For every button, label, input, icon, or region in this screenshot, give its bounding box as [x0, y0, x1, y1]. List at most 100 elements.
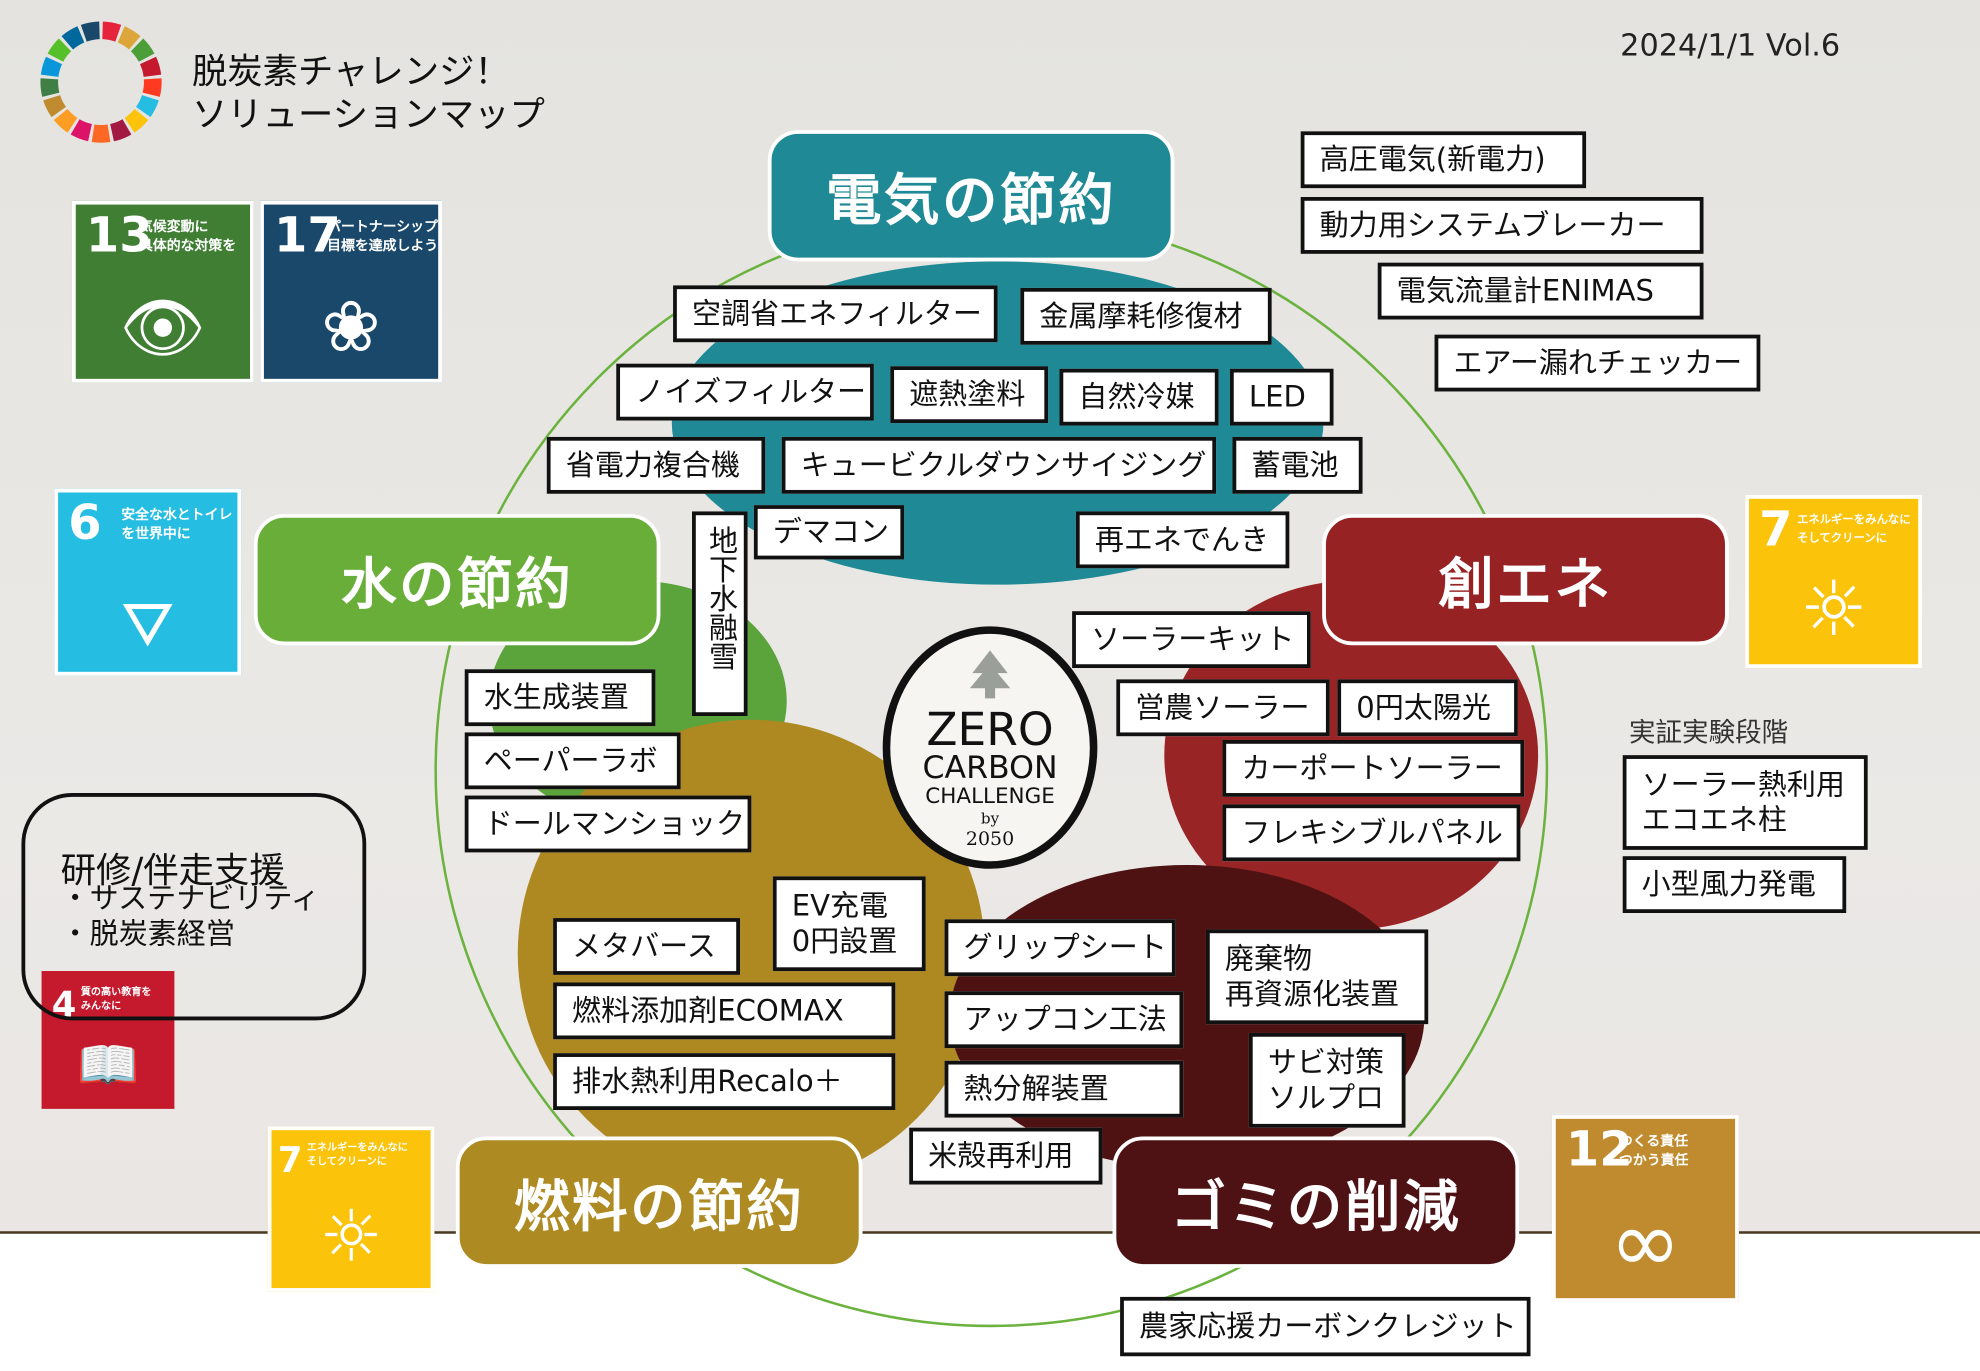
solution-box: フレキシブルパネル [1222, 804, 1521, 862]
solution-box: 電気流量計ENIMAS [1377, 262, 1704, 320]
tree-icon [969, 650, 1011, 699]
water-glass-icon: ⛛ [121, 587, 175, 661]
infinity-icon: ∞ [1609, 1193, 1682, 1294]
wheel-segment [43, 95, 67, 118]
wheel-segment [47, 38, 72, 62]
wheel-segment [142, 78, 162, 97]
solution-box: 燃料添加剤ECOMAX [553, 982, 896, 1040]
sdg-number: 7 [1759, 501, 1793, 557]
wheel-segment [117, 26, 141, 50]
sdg-text: エネルギーをみんなに そしてクリーンに [306, 1141, 408, 1167]
solution-box: ドールマンショック [464, 795, 752, 853]
solution-box: アップコン工法 [944, 991, 1184, 1049]
wheel-segment [102, 21, 122, 42]
wheel-segment [70, 119, 92, 142]
sdg-text: 質の高い教育を みんなに [80, 986, 152, 1012]
solution-box: 営農ソーラー [1116, 679, 1330, 737]
title-line-2: ソリューションマップ [191, 93, 545, 136]
wheel-segment [80, 21, 100, 42]
wheel-segment [40, 56, 63, 77]
solution-box: 米殻再利用 [909, 1127, 1103, 1185]
sdg-number: 6 [68, 495, 102, 551]
category-fuel: 燃料の節約 [455, 1136, 863, 1268]
wheel-segment [91, 124, 111, 143]
category-water: 水の節約 [253, 513, 661, 646]
wheel-segment [53, 108, 78, 133]
sdg-text: エネルギーをみんなに そしてクリーンに [1796, 513, 1911, 546]
training-items: ・サステナビリティ・脱炭素経営 [61, 881, 320, 952]
sdgs-wheel-icon [40, 21, 162, 143]
category-waste: ゴミの削減 [1112, 1136, 1520, 1268]
wheel-segment [40, 78, 60, 97]
solution-box: 省電力複合機 [546, 436, 766, 494]
solution-box: 自然冷媒 [1059, 368, 1219, 426]
wheel-segment [124, 108, 149, 133]
sdg-number: 7 [277, 1139, 303, 1181]
solution-box: デマコン [753, 505, 905, 560]
sdg-number: 17 [274, 207, 341, 263]
logo-text-by: by [981, 809, 1000, 827]
solution-box-vertical: 地下水融雪 [692, 511, 748, 717]
sun-power-icon: ☼ [319, 1195, 383, 1278]
solution-box: 空調省エネフィルター [673, 285, 998, 343]
experimental-label: 実証実験段階 [1629, 717, 1789, 748]
solution-box: 金属摩耗修復材 [1020, 287, 1272, 345]
logo-text-year: 2050 [966, 828, 1014, 850]
solution-box: 蓄電池 [1232, 436, 1363, 494]
box-line: EV充電 [791, 889, 889, 923]
solution-box: 小型風力発電 [1622, 856, 1847, 914]
training-support-box [21, 793, 367, 1021]
solution-box: 0円太陽光 [1337, 679, 1518, 737]
sdg-text: 気候変動に 具体的な対策を [138, 218, 237, 254]
box-line: ソーラー熱利用 [1641, 768, 1845, 802]
box-line: サビ対策 [1267, 1046, 1385, 1080]
solution-box: エアー漏れチェッカー [1434, 334, 1761, 392]
logo-text-zero: ZERO [926, 703, 1053, 756]
logo-text-challenge: CHALLENGE [925, 784, 1054, 809]
solution-box: 排水熱利用Recalo＋ [553, 1053, 896, 1111]
box-line: ソルプロ [1267, 1081, 1385, 1115]
wheel-segment [61, 26, 85, 50]
solution-box-recycling: 廃棄物再資源化装置 [1205, 929, 1429, 1025]
solution-box: 熱分解装置 [944, 1060, 1184, 1118]
sdg-text: 安全な水とトイレ を世界中に [121, 506, 233, 542]
wheel-segment [140, 56, 162, 77]
box-line: 廃棄物 [1224, 942, 1313, 976]
solution-box: ノイズフィルター [616, 363, 874, 421]
wheel-segment [136, 95, 159, 118]
solution-box: カーポートソーラー [1222, 740, 1525, 797]
solution-box: ペーパーラボ [464, 732, 681, 790]
solution-box: 高圧電気(新電力) [1300, 131, 1587, 189]
divider-line [0, 1231, 1980, 1234]
training-title: 研修/伴走支援 [60, 849, 285, 892]
logo-text-carbon: CARBON [922, 750, 1057, 786]
title-line-1: 脱炭素チャレンジ！ [191, 50, 510, 93]
solution-box: 遮熱塗料 [890, 366, 1049, 424]
rings-flower-icon: ❀ [321, 286, 381, 369]
sdg-number: 12 [1565, 1121, 1633, 1177]
sdg-text: つくる責任 つかう責任 [1618, 1132, 1689, 1169]
box-line: エコエネ柱 [1641, 803, 1787, 837]
training-item: ・サステナビリティ [60, 882, 320, 916]
sdg-text: パートナーシップで 目標を達成しよう [327, 218, 442, 254]
solution-box: メタバース [553, 918, 741, 975]
solution-box: LED [1229, 368, 1334, 426]
solution-box: 再エネでんき [1075, 511, 1290, 569]
category-energy: 創エネ [1322, 513, 1729, 646]
box-line: 0円設置 [791, 925, 898, 958]
zero-carbon-logo: ZERO CARBON CHALLENGE by 2050 [882, 626, 1098, 869]
solution-box: キュービクルダウンサイジング [781, 436, 1217, 494]
sdg-number: 13 [85, 207, 153, 263]
page-title: 脱炭素チャレンジ！ソリューションマップ [192, 51, 545, 137]
solution-box-solar-heat: ソーラー熱利用エコエネ柱 [1622, 755, 1868, 850]
solution-box: 農家応援カーボンクレジット [1120, 1296, 1531, 1357]
wheel-segment [110, 119, 132, 142]
solution-box: グリップシート [944, 919, 1176, 977]
date-version: 2024/1/1 Vol.6 [1620, 27, 1841, 64]
